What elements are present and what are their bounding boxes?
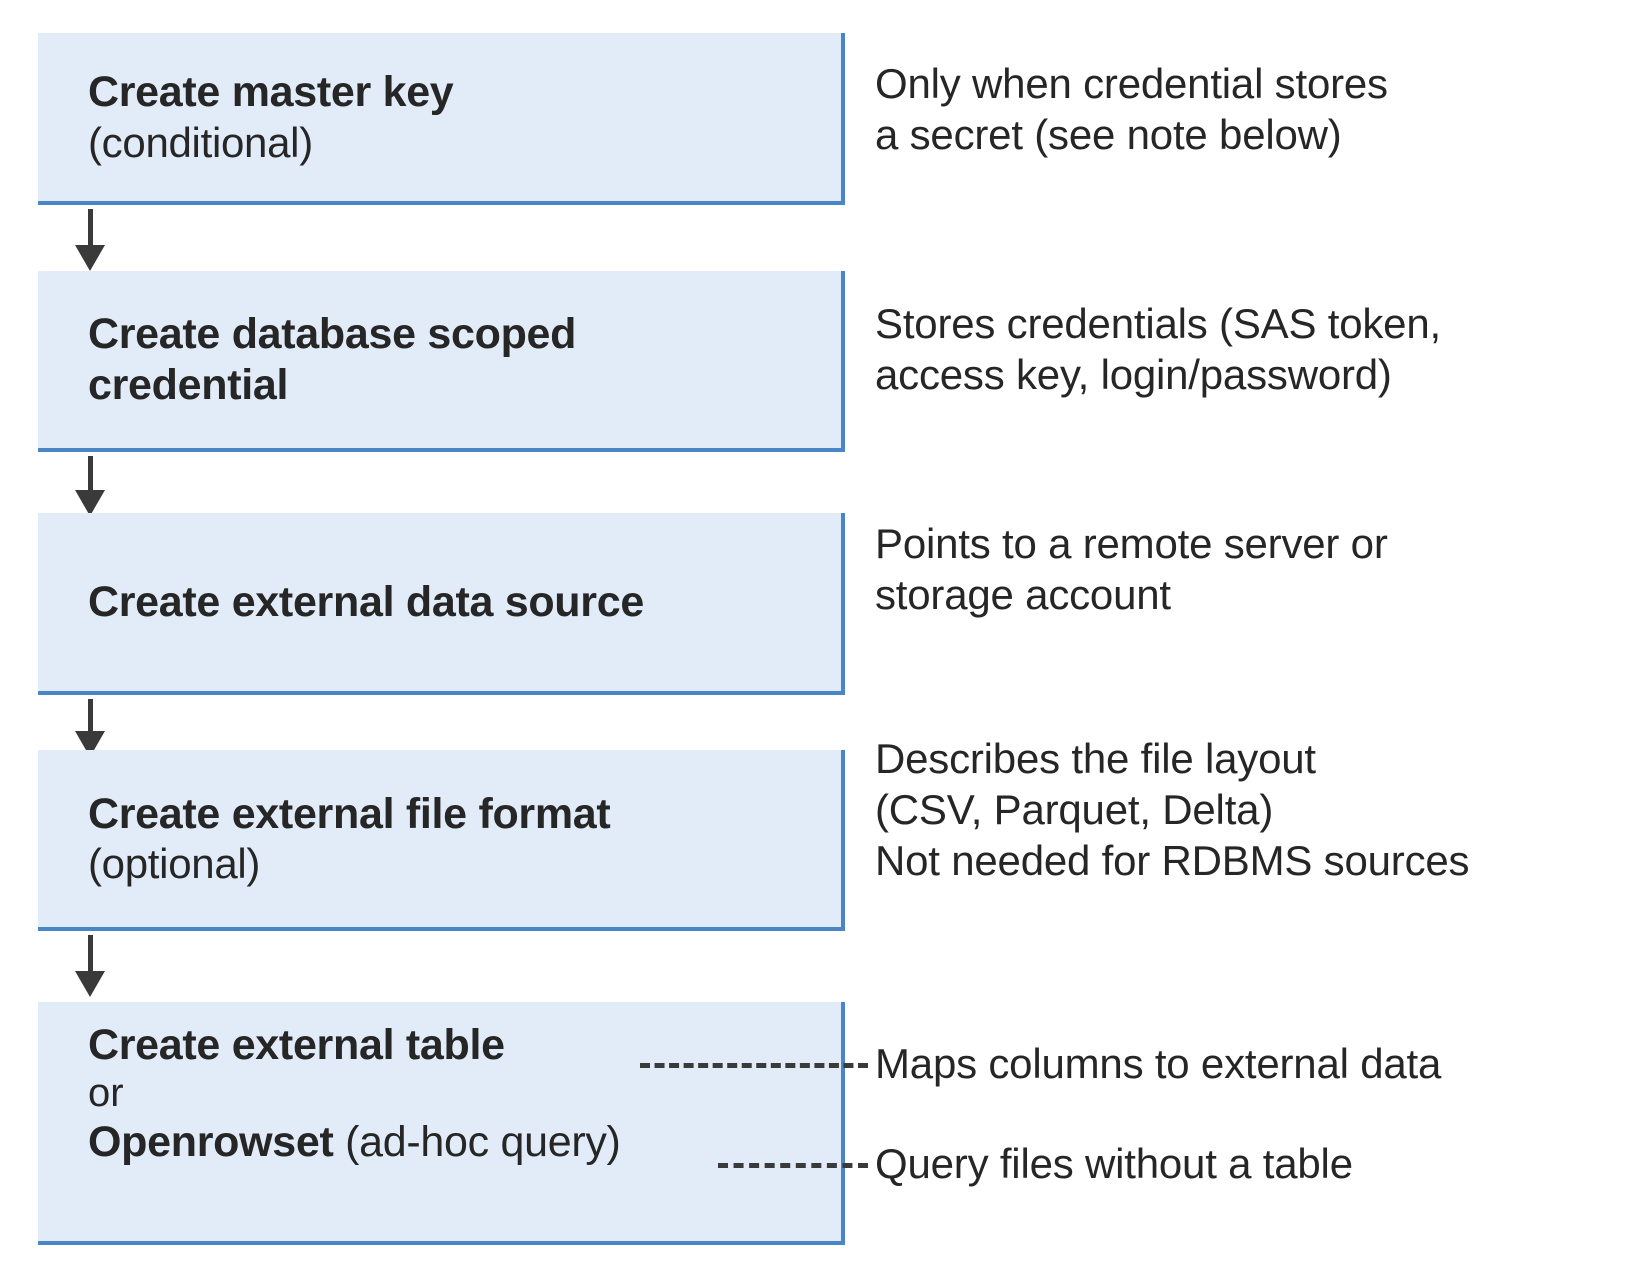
arrow-down-icon-1 — [75, 209, 105, 271]
step-title-create-external-data-source: Create external data source — [88, 577, 644, 626]
description-line: Maps columns to external data — [875, 1040, 1442, 1087]
step-title-openrowset: Openrowset — [88, 1118, 334, 1167]
step-separator-or: or — [88, 1071, 124, 1116]
description-line: access key, login/password) — [875, 351, 1392, 399]
step-box-create-master-key: Create master key (conditional) — [38, 33, 845, 205]
description-line: Stores credentials (SAS token, — [875, 300, 1441, 347]
description-line: Not needed for RDBMS sources — [875, 837, 1470, 885]
step-qualifier-create-external-file-format: (optional) — [88, 840, 261, 888]
arrow-down-icon-3 — [75, 699, 105, 757]
step-title-create-master-key: Create master key — [88, 68, 454, 117]
step-box-create-database-scoped-credential: Create database scoped credential — [38, 271, 845, 452]
step-description-create-external-file-format: Describes the file layout (CSV, Parquet,… — [875, 733, 1615, 887]
step-title-openrowset-row: Openrowset (ad-hoc query) — [38, 1117, 841, 1167]
description-line: Describes the file layout — [875, 735, 1316, 782]
step-box-create-external-data-source: Create external data source — [38, 513, 845, 695]
arrow-down-icon-4 — [75, 935, 105, 997]
description-line: Points to a remote server or — [875, 520, 1388, 567]
step-description-create-external-data-source: Points to a remote server or storage acc… — [875, 518, 1615, 620]
description-line: Query files without a table — [875, 1140, 1353, 1187]
step-qualifier-openrowset: (ad-hoc query) — [333, 1118, 621, 1167]
step-description-create-master-key: Only when credential stores a secret (se… — [875, 58, 1615, 160]
arrow-shaft — [88, 456, 93, 494]
step-description-create-external-table: Maps columns to external data — [875, 1038, 1635, 1089]
arrow-shaft — [88, 699, 93, 735]
step-box-create-external-file-format: Create external file format (optional) — [38, 750, 845, 931]
arrow-head — [75, 971, 105, 997]
description-line: (CSV, Parquet, Delta) — [875, 786, 1274, 834]
step-box-create-external-table-or-openrowset: Create external table or Openrowset (ad-… — [38, 1002, 845, 1245]
arrow-shaft — [88, 935, 93, 975]
step-qualifier-create-master-key: (conditional) — [88, 118, 313, 166]
arrow-head — [75, 245, 105, 271]
step-description-openrowset: Query files without a table — [875, 1138, 1635, 1189]
arrow-shaft — [88, 209, 93, 249]
dashed-connector-openrowset — [718, 1163, 868, 1168]
description-line: Only when credential stores — [875, 60, 1388, 107]
arrow-head — [75, 490, 105, 516]
arrow-down-icon-2 — [75, 456, 105, 516]
description-line: a secret (see note below) — [875, 111, 1342, 159]
step-title-create-database-scoped-credential-line2: credential — [88, 360, 289, 409]
step-title-create-external-table: Create external table — [88, 1021, 505, 1069]
dashed-connector-external-table — [640, 1063, 868, 1068]
step-title-create-external-file-format: Create external file format — [88, 789, 611, 838]
step-title-create-database-scoped-credential-line1: Create database scoped — [88, 310, 577, 359]
description-line: storage account — [875, 571, 1171, 619]
step-description-create-database-scoped-credential: Stores credentials (SAS token, access ke… — [875, 298, 1615, 400]
